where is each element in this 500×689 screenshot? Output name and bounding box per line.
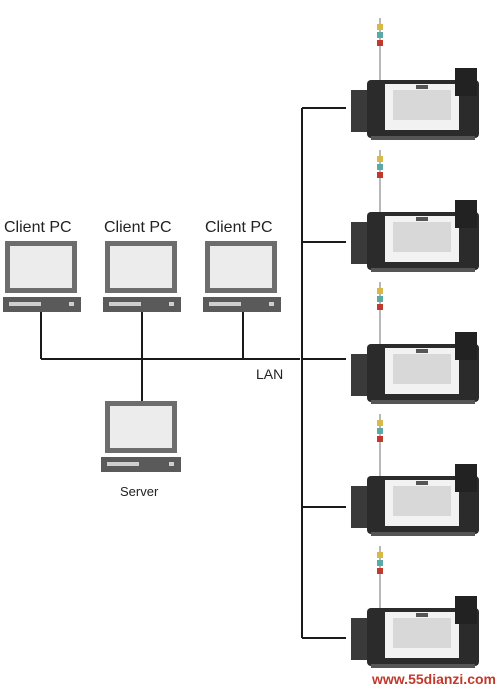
- signal-light-red: [377, 172, 383, 178]
- output-tray: [455, 464, 477, 492]
- output-tray: [455, 68, 477, 96]
- card-printer-2: [351, 150, 479, 272]
- printer-foot: [371, 400, 475, 404]
- signal-light-red: [377, 304, 383, 310]
- printer-foot: [371, 664, 475, 668]
- client-pc-3-label: Client PC: [205, 219, 273, 236]
- card-printer-5: [351, 546, 479, 668]
- monitor-screen: [210, 246, 272, 288]
- power-light: [169, 302, 174, 306]
- brand-badge: [416, 85, 428, 89]
- printer-foot: [371, 136, 475, 140]
- brand-badge: [416, 613, 428, 617]
- signal-light-teal: [377, 296, 383, 302]
- signal-light-amber: [377, 24, 383, 30]
- input-hopper: [351, 486, 371, 528]
- server-computer: [101, 401, 181, 472]
- client-pc-2-label: Client PC: [104, 219, 172, 236]
- signal-light-red: [377, 568, 383, 574]
- card-printer-1: [351, 18, 479, 140]
- input-hopper: [351, 618, 371, 660]
- lan-label: LAN: [256, 366, 284, 382]
- signal-light-teal: [377, 560, 383, 566]
- input-hopper: [351, 354, 371, 396]
- power-light: [269, 302, 274, 306]
- drive-slot: [9, 302, 41, 306]
- client-pc-1-label: Client PC: [4, 219, 72, 236]
- panel-window: [393, 618, 451, 648]
- input-hopper: [351, 222, 371, 264]
- client-pc-2: [103, 241, 181, 312]
- drive-slot: [209, 302, 241, 306]
- power-light: [169, 462, 174, 466]
- watermark-text: www.55dianzi.com: [372, 671, 496, 687]
- drive-slot: [109, 302, 141, 306]
- monitor-screen: [110, 406, 172, 448]
- brand-badge: [416, 481, 428, 485]
- input-hopper: [351, 90, 371, 132]
- card-printer-3: [351, 282, 479, 404]
- output-tray: [455, 596, 477, 624]
- printer-foot: [371, 532, 475, 536]
- pc-base: [3, 297, 81, 312]
- panel-window: [393, 90, 451, 120]
- client-pc-3: [203, 241, 281, 312]
- signal-light-amber: [377, 552, 383, 558]
- server-base: [101, 457, 181, 472]
- signal-light-teal: [377, 428, 383, 434]
- output-tray: [455, 332, 477, 360]
- brand-badge: [416, 217, 428, 221]
- lan-wiring: [40, 107, 346, 639]
- panel-window: [393, 222, 451, 252]
- brand-badge: [416, 349, 428, 353]
- panel-window: [393, 486, 451, 516]
- power-light: [69, 302, 74, 306]
- printer-foot: [371, 268, 475, 272]
- server-label: Server: [120, 484, 159, 499]
- drive-slot: [107, 462, 139, 466]
- signal-light-teal: [377, 32, 383, 38]
- monitor-screen: [110, 246, 172, 288]
- signal-light-red: [377, 436, 383, 442]
- signal-light-amber: [377, 156, 383, 162]
- signal-light-amber: [377, 420, 383, 426]
- output-tray: [455, 200, 477, 228]
- signal-light-red: [377, 40, 383, 46]
- signal-light-amber: [377, 288, 383, 294]
- card-printer-4: [351, 414, 479, 536]
- client-pc-1: [3, 241, 81, 312]
- signal-light-teal: [377, 164, 383, 170]
- panel-window: [393, 354, 451, 384]
- pc-base: [103, 297, 181, 312]
- monitor-screen: [10, 246, 72, 288]
- pc-base: [203, 297, 281, 312]
